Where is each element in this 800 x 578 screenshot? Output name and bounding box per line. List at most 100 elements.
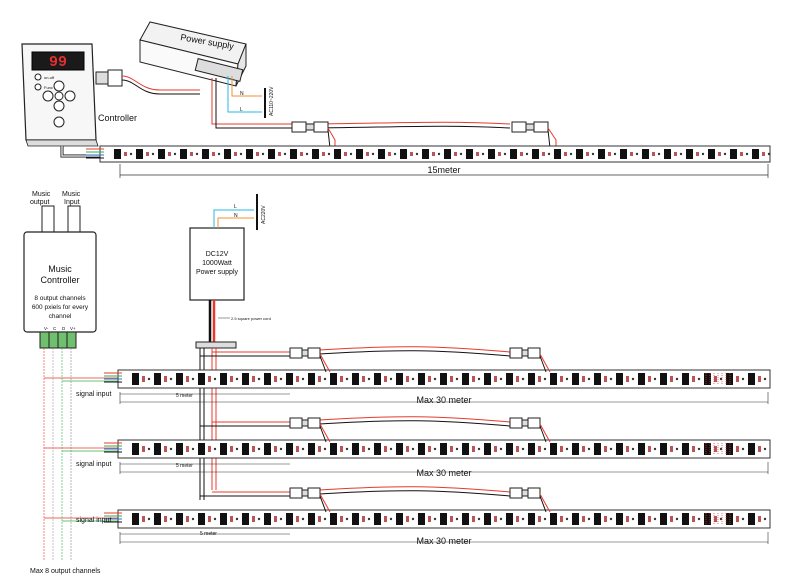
solder-pad: [719, 377, 723, 381]
music-input-line2: Input: [64, 199, 80, 206]
solder-pad: [415, 152, 419, 156]
resistor: [714, 446, 717, 452]
solder-pad: [653, 517, 657, 521]
resistor: [494, 376, 497, 382]
led-chip: [154, 513, 161, 525]
solder-pad: [235, 517, 239, 521]
resistor: [406, 516, 409, 522]
resistor: [252, 516, 255, 522]
resistor: [450, 446, 453, 452]
led-chip: [664, 149, 671, 159]
connector-lead: [539, 493, 551, 513]
resistor: [410, 152, 413, 156]
music-input-label: Music Input: [62, 191, 82, 206]
led-chip: [726, 443, 733, 455]
channel-2-labels: signal input 5 meter Max 30 meter: [76, 461, 472, 478]
resistor: [758, 516, 761, 522]
channels: [44, 346, 771, 544]
led-chip: [158, 149, 165, 159]
solder-pad: [653, 377, 657, 381]
led-chip: [334, 149, 341, 159]
resistor: [142, 516, 145, 522]
led-chip: [264, 513, 271, 525]
connector-lead: [539, 423, 551, 443]
led-chip: [444, 149, 451, 159]
resistor: [344, 152, 347, 156]
resistor: [538, 376, 541, 382]
resistor: [450, 376, 453, 382]
resistor: [740, 152, 743, 156]
channel-1-labels: signal input 5 meter Max 30 meter: [76, 391, 472, 405]
solder-pad: [235, 447, 239, 451]
connector-female: [307, 347, 321, 359]
controller-output-cable: [60, 146, 100, 158]
resistor: [142, 376, 145, 382]
resistor: [124, 152, 127, 156]
solder-pad: [587, 517, 591, 521]
led-chip: [616, 513, 623, 525]
music-controller-title1: Music: [48, 264, 72, 274]
resistor: [652, 152, 655, 156]
solder-pad: [543, 517, 547, 521]
led-chip: [198, 513, 205, 525]
led-chip: [528, 513, 535, 525]
resistor: [560, 446, 563, 452]
resistor: [300, 152, 303, 156]
resistor: [164, 376, 167, 382]
power-feed-wire: [289, 486, 511, 493]
ac-bottom-n: N: [234, 213, 238, 219]
func-label: Func: [44, 85, 53, 90]
solder-pad: [565, 517, 569, 521]
solder-pad: [569, 152, 573, 156]
resistor: [274, 376, 277, 382]
top-length-dimension: 15meter: [119, 164, 769, 178]
led-chip: [308, 513, 315, 525]
led-chip: [484, 443, 491, 455]
resistor: [538, 516, 541, 522]
resistor: [186, 516, 189, 522]
connector-joint: [521, 489, 529, 497]
solder-pad: [283, 152, 287, 156]
solder-pad: [345, 377, 349, 381]
solder-pad: [459, 152, 463, 156]
led-chip: [554, 149, 561, 159]
solder-pad: [675, 447, 679, 451]
connector-male: [289, 347, 303, 359]
resistor: [142, 446, 145, 452]
led-chip: [510, 149, 517, 159]
resistor: [296, 446, 299, 452]
connector-joint: [301, 489, 309, 497]
solder-pad: [543, 377, 547, 381]
resistor: [340, 516, 343, 522]
resistor: [362, 516, 365, 522]
led-chip: [352, 513, 359, 525]
led-chip: [704, 443, 711, 455]
resistor: [630, 152, 633, 156]
led-chip: [308, 443, 315, 455]
led-chip: [730, 149, 737, 159]
led-chip: [418, 373, 425, 385]
led-chip: [704, 373, 711, 385]
solder-pad: [257, 447, 261, 451]
solder-pad: [477, 377, 481, 381]
connector-lead: [319, 495, 327, 513]
resistor: [164, 516, 167, 522]
resistor: [432, 152, 435, 156]
connector-lead: [539, 355, 547, 373]
led-chip: [466, 149, 473, 159]
resistor: [428, 446, 431, 452]
resistor: [692, 376, 695, 382]
on-off-label: on-off: [44, 75, 55, 80]
solder-pad: [367, 447, 371, 451]
solder-pad: [389, 447, 393, 451]
led-chip: [726, 373, 733, 385]
led-chip: [660, 443, 667, 455]
led-chip: [330, 443, 337, 455]
solder-pad: [521, 517, 525, 521]
music-output-line2: output: [30, 199, 50, 206]
solder-pad: [257, 377, 261, 381]
top-strip-leds: [86, 148, 771, 159]
channel-2-signal-label: signal input: [76, 461, 111, 468]
resistor: [406, 446, 409, 452]
led-chip: [440, 443, 447, 455]
